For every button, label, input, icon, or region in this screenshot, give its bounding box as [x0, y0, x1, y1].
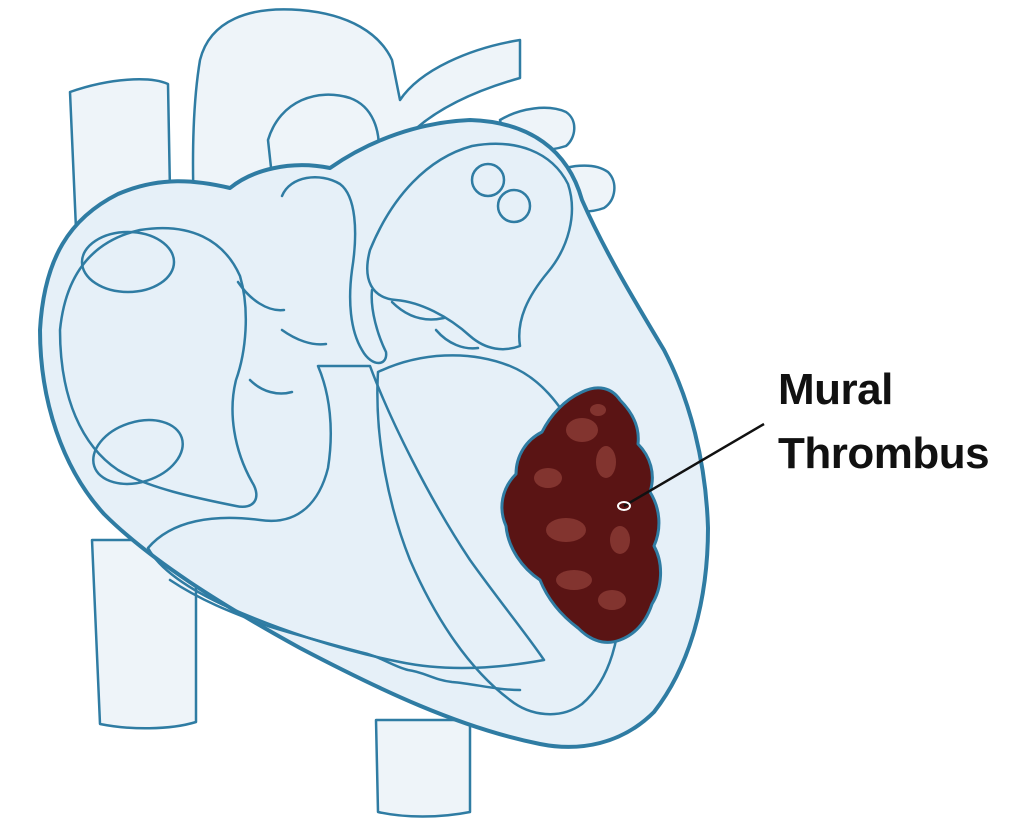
label-thrombus: Thrombus: [778, 429, 989, 478]
label-mural: Mural: [778, 365, 893, 414]
descending-aorta: [376, 720, 470, 817]
